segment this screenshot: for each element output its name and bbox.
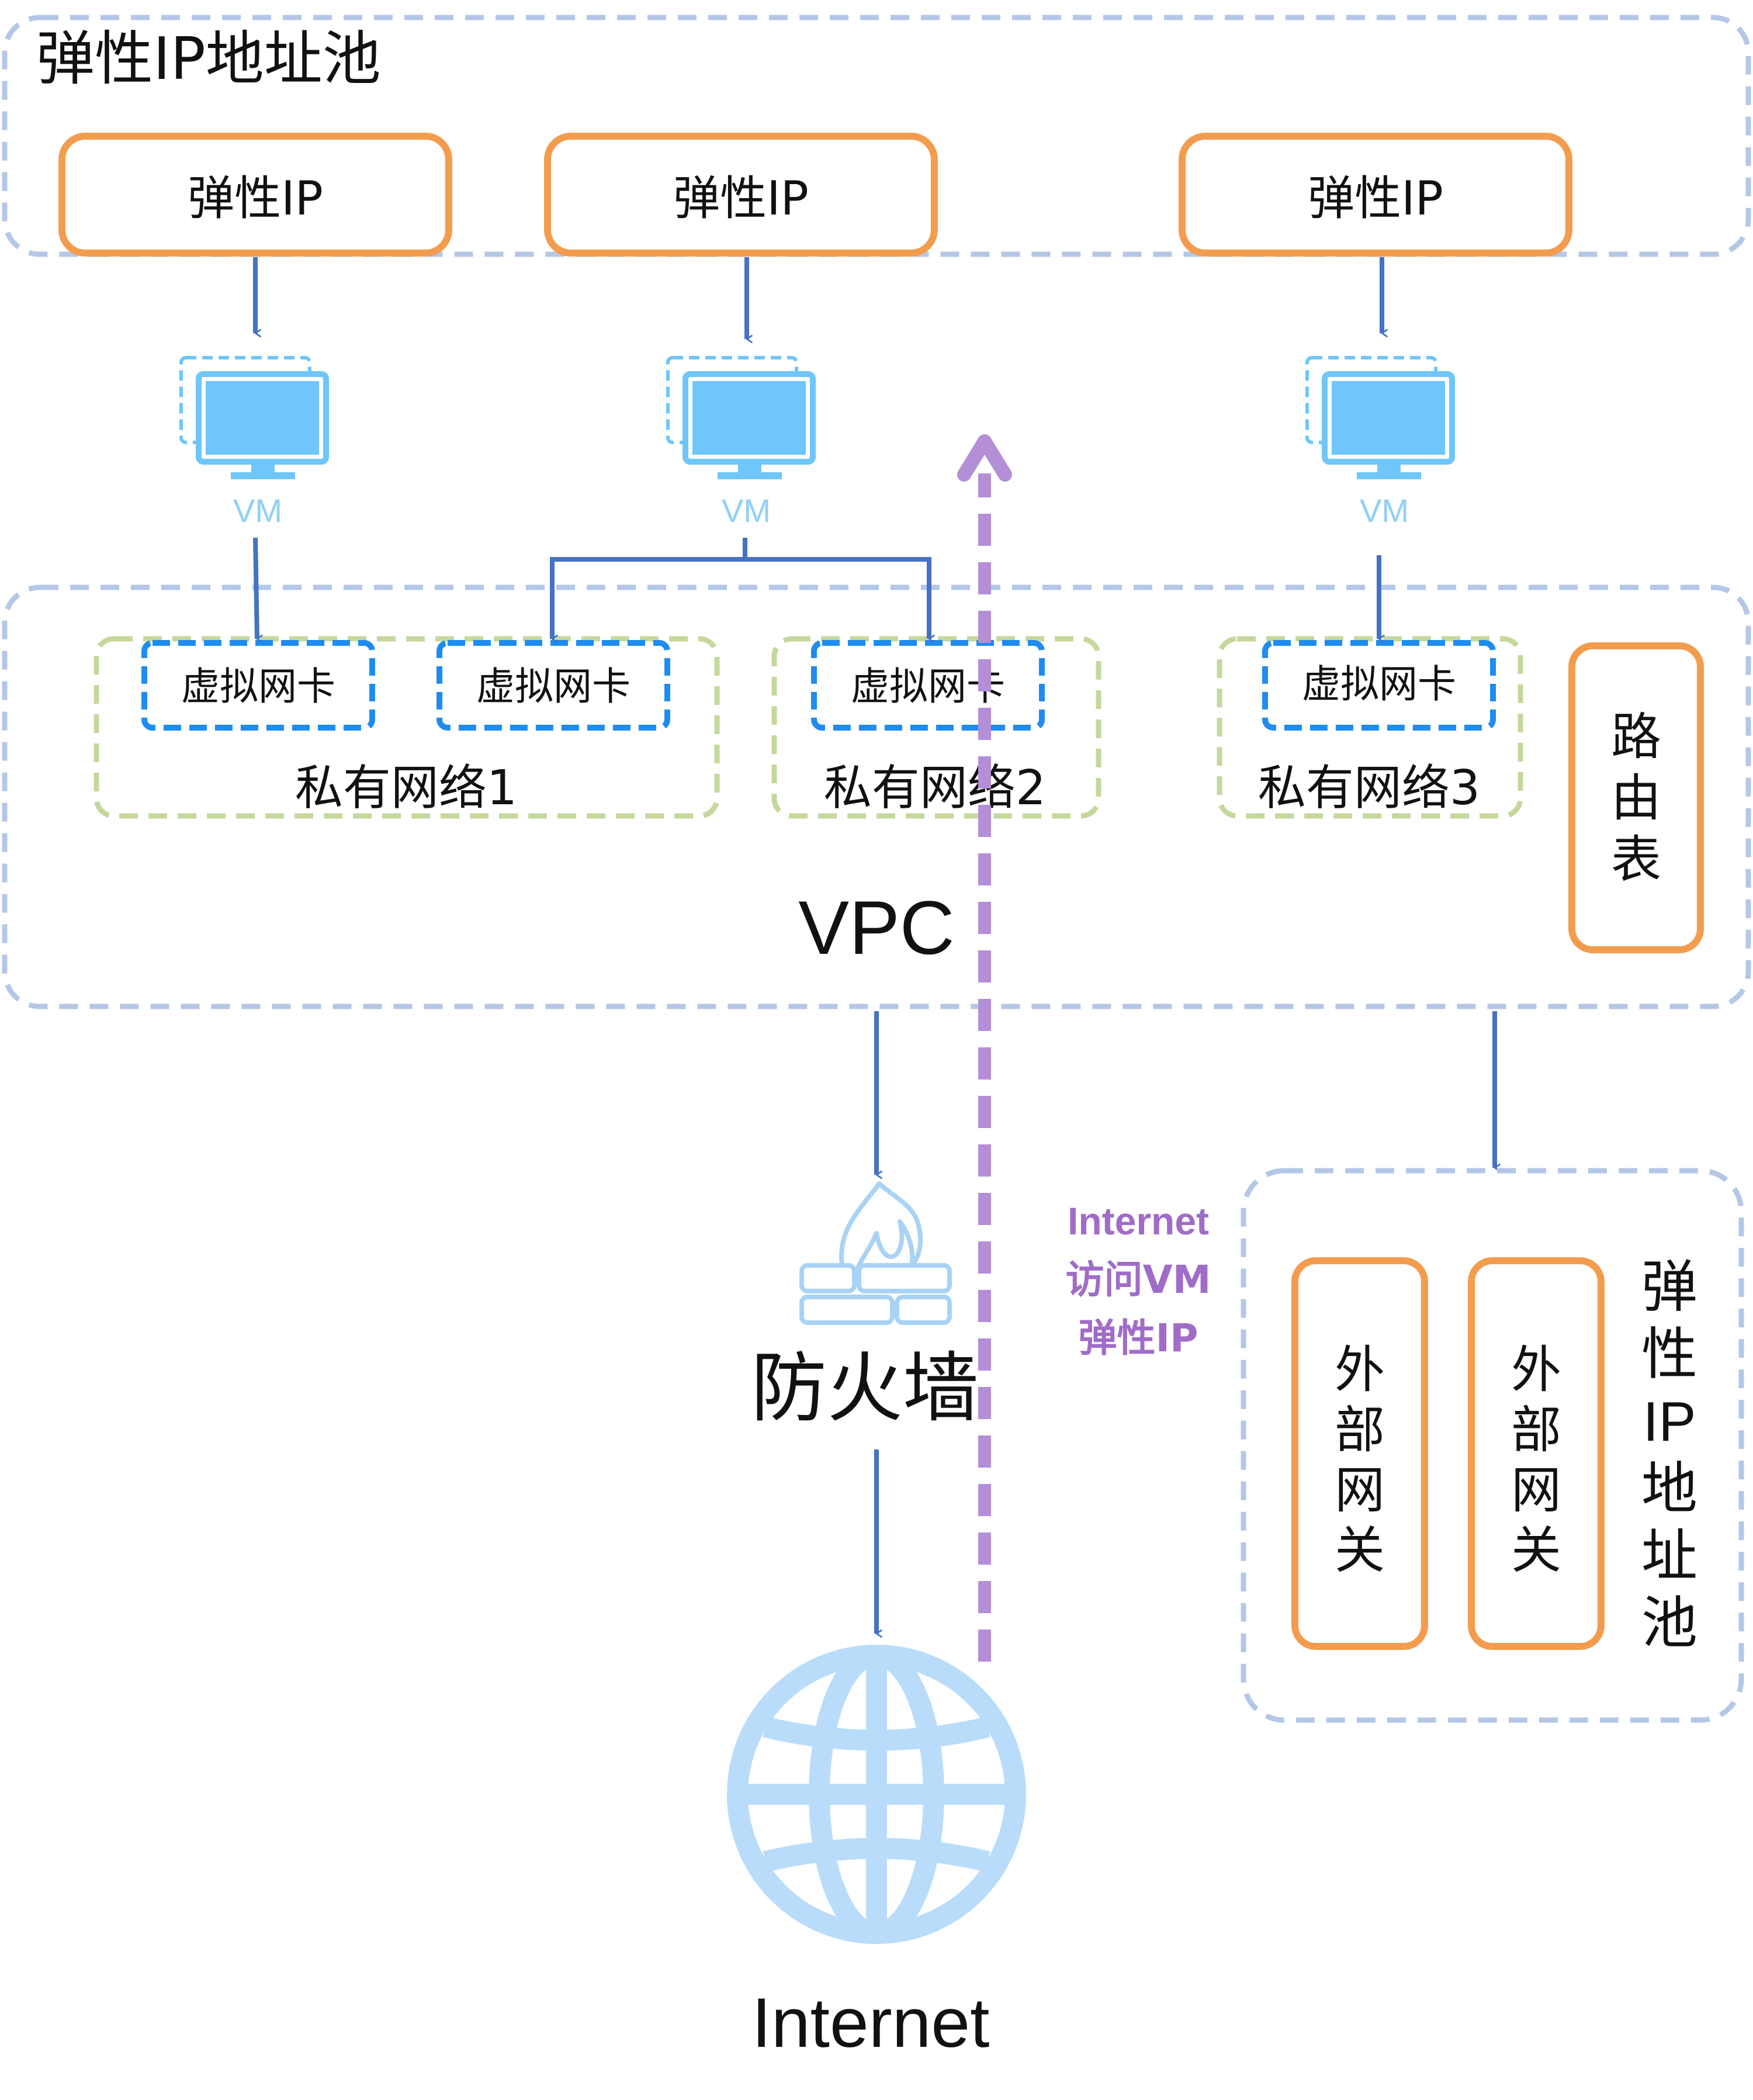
eip-box-1[interactable]: 弹性IP — [58, 133, 452, 257]
vpc-label: VPC — [798, 885, 954, 970]
vm-label-3: VM — [1360, 492, 1409, 529]
eip-pool-title: 弹性IP地址池 — [36, 25, 381, 93]
side-pool-title-1: 弹 — [1641, 1254, 1697, 1320]
side-pool-title-4: 地 — [1641, 1456, 1697, 1521]
arrows-vpc-to-internet — [874, 1011, 1501, 1638]
subnet-label-2: 私有网络2 — [824, 760, 1046, 816]
external-gateway-1[interactable]: 外 部 网 关 — [1291, 1257, 1428, 1650]
monitor-icon — [179, 356, 329, 479]
nic-3[interactable]: 虚拟网卡 — [811, 640, 1045, 731]
nic-label-1: 虚拟网卡 — [181, 664, 335, 709]
internet-label: Internet — [752, 1984, 990, 2062]
gateway-2-char-2: 部 — [1511, 1401, 1561, 1459]
gateway-1-char-3: 网 — [1335, 1461, 1385, 1520]
arrow-up-icon — [957, 434, 1012, 482]
note-line-1: Internet — [1068, 1199, 1209, 1243]
eip-label-3: 弹性IP — [1308, 171, 1443, 226]
internet-access-flow — [957, 434, 1012, 1662]
note-line-2: 访问VM — [1066, 1257, 1211, 1302]
side-pool-title-3: IP — [1643, 1390, 1696, 1453]
route-table-char-1: 路 — [1611, 708, 1661, 766]
gateway-2-char-3: 网 — [1511, 1461, 1561, 1520]
subnet-1[interactable]: 私有网络1 — [93, 636, 720, 819]
firewall-label: 防火墙 — [751, 1344, 979, 1433]
globe-icon — [727, 1645, 1026, 1944]
eip-label-2: 弹性IP — [673, 171, 809, 226]
note-line-3: 弹性IP — [1079, 1316, 1198, 1361]
firewall[interactable]: 防火墙 — [751, 1181, 979, 1433]
internet[interactable]: Internet — [727, 1645, 1026, 2062]
subnet-3[interactable]: 私有网络3 — [1217, 636, 1523, 819]
vm-label-2: VM — [722, 492, 771, 529]
gateway-2-char-4: 关 — [1511, 1521, 1561, 1580]
eip-box-3[interactable]: 弹性IP — [1179, 133, 1572, 257]
arrows-eip-to-vm — [253, 257, 1388, 343]
subnet-label-3: 私有网络3 — [1258, 760, 1480, 816]
route-table-char-3: 表 — [1611, 831, 1661, 889]
gateway-1-char-2: 部 — [1335, 1401, 1385, 1459]
nic-4[interactable]: 虚拟网卡 — [1262, 640, 1496, 731]
vpc-container: VPC — [2, 584, 1751, 1009]
firewall-icon — [799, 1181, 952, 1325]
gateway-1-char-4: 关 — [1335, 1521, 1385, 1580]
eip-label-1: 弹性IP — [188, 171, 323, 226]
vm-3[interactable]: VM — [1305, 356, 1455, 529]
eip-box-2[interactable]: 弹性IP — [544, 133, 938, 257]
side-pool-title-6: 池 — [1641, 1590, 1697, 1656]
nic-1[interactable]: 虚拟网卡 — [141, 640, 375, 731]
internet-access-note: Internet 访问VM 弹性IP — [1066, 1199, 1211, 1361]
vm-2[interactable]: VM — [666, 356, 816, 529]
eip-pool-side: 弹 性 IP 地 址 池 — [1241, 1168, 1744, 1723]
nic-label-2: 虚拟网卡 — [476, 664, 630, 709]
route-table-char-2: 由 — [1611, 769, 1661, 828]
gateway-1-char-1: 外 — [1335, 1341, 1385, 1399]
nic-label-4: 虚拟网卡 — [1302, 662, 1456, 707]
side-pool-title-2: 性 — [1641, 1321, 1697, 1387]
vm-label-1: VM — [233, 492, 282, 529]
eip-pool-top: 弹性IP地址池 弹性IP 弹性IP 弹性IP — [2, 15, 1751, 257]
nic-2[interactable]: 虚拟网卡 — [436, 640, 670, 731]
subnet-label-1: 私有网络1 — [295, 760, 517, 816]
vm-1[interactable]: VM — [179, 356, 329, 529]
gateway-2-char-1: 外 — [1511, 1341, 1561, 1399]
subnet-2[interactable]: 私有网络2 — [771, 636, 1101, 819]
monitor-icon — [1305, 356, 1455, 479]
external-gateway-2[interactable]: 外 部 网 关 — [1468, 1257, 1605, 1650]
monitor-icon — [666, 356, 816, 479]
side-pool-title-5: 址 — [1641, 1523, 1697, 1589]
route-table[interactable]: 路 由 表 — [1568, 642, 1704, 953]
arrows-vm-to-nic — [253, 537, 1385, 643]
